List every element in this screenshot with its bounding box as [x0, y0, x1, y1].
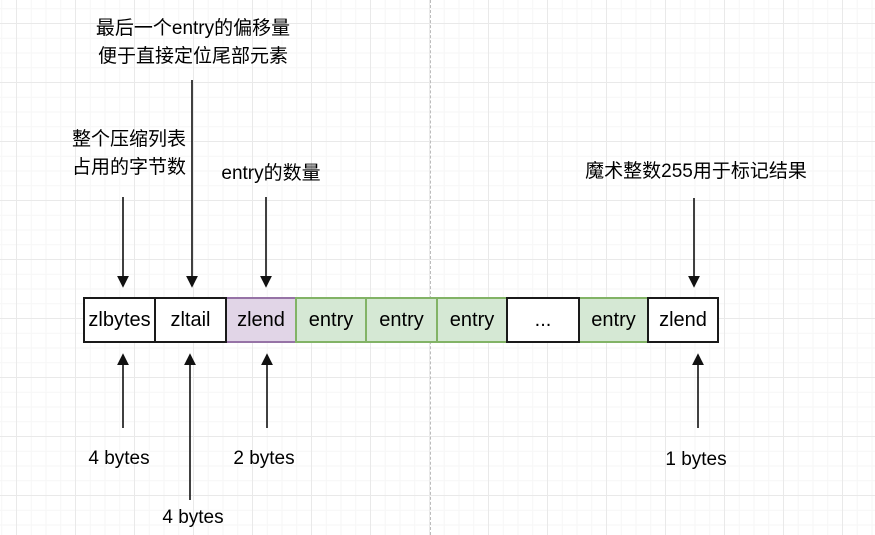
size-label-zlend-end: 1 bytes: [665, 449, 727, 470]
size-label-zltail: 4 bytes: [162, 507, 224, 528]
cell-ellipsis: ...: [506, 297, 580, 343]
cell-entry-3: entry: [436, 297, 508, 343]
annotation-total-bytes: 整个压缩列表 占用的字节数: [72, 126, 186, 182]
cell-zlbytes: zlbytes: [83, 297, 156, 343]
ziplist-structure-row: zlbytes zltail zlend entry entry entry .…: [83, 297, 719, 343]
cell-entry-1: entry: [295, 297, 367, 343]
annotation-tail-offset: 最后一个entry的偏移量 便于直接定位尾部元素: [96, 15, 290, 71]
annotation-magic-end: 魔术整数255用于标记结果: [585, 161, 807, 182]
annotation-tail-offset-line2: 便于直接定位尾部元素: [97, 46, 288, 67]
annotation-entry-count: entry的数量: [221, 163, 321, 184]
annotation-total-bytes-line1: 整个压缩列表: [71, 129, 187, 150]
page-boundary-dashed-line: [430, 0, 431, 535]
cell-zlend-count: zlend: [225, 297, 297, 343]
annotation-total-bytes-line2: 占用的字节数: [71, 157, 187, 178]
cell-entry-2: entry: [365, 297, 438, 343]
cell-zlend-end: zlend: [647, 297, 719, 343]
size-label-zlbytes: 4 bytes: [88, 448, 150, 469]
cell-entry-4: entry: [578, 297, 649, 343]
cell-zltail: zltail: [154, 297, 227, 343]
annotation-tail-offset-line1: 最后一个entry的偏移量: [95, 18, 291, 39]
size-label-zlend-count: 2 bytes: [233, 448, 295, 469]
